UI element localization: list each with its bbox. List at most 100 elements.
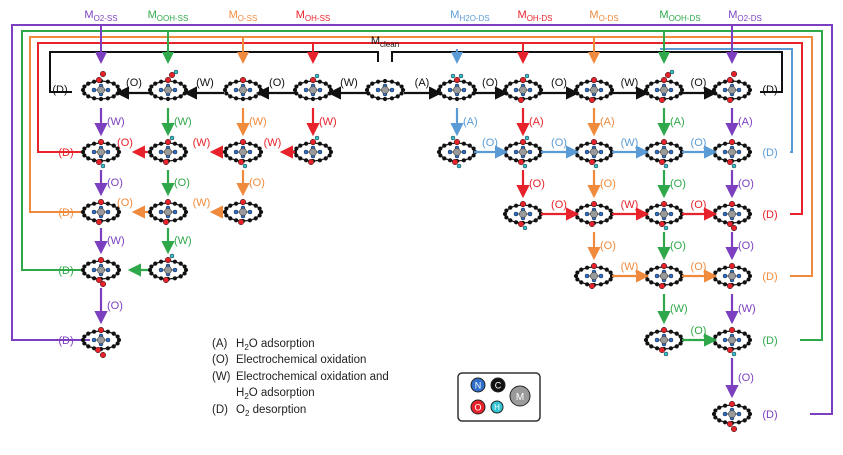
carbon-letter: C — [495, 381, 502, 391]
step-label-O: (O) — [482, 77, 498, 89]
state-header: MO2-DS — [728, 9, 762, 23]
porphyrin-molecule — [436, 73, 478, 102]
porphyrin-molecule — [573, 200, 615, 228]
legend-code-w: (W) — [212, 371, 231, 383]
step-label-O: (O) — [117, 137, 133, 149]
legend-code-a: (A) — [212, 338, 228, 350]
porphyrin-molecule — [292, 73, 334, 102]
step-label-O: (O) — [174, 177, 190, 189]
step-label-D: (D) — [762, 335, 777, 347]
loop-line-black — [49, 51, 379, 93]
porphyrin-molecule — [573, 138, 615, 169]
step-label-D: (D) — [58, 207, 73, 219]
loop-line-red — [37, 42, 803, 215]
porphyrin-molecule — [364, 78, 406, 102]
step-label-W: (W) — [621, 199, 639, 211]
step-label-W: (W) — [621, 137, 639, 149]
atom-key: N C O H M — [457, 372, 541, 422]
step-label-O: (O) — [529, 178, 545, 190]
step-label-O: (O) — [691, 137, 707, 149]
step-label-O: (O) — [269, 77, 285, 89]
porphyrin-molecule — [436, 135, 478, 169]
porphyrin-molecule — [80, 326, 122, 359]
step-label-D: (D) — [58, 265, 73, 277]
step-label-D: (D) — [762, 271, 777, 283]
step-label-D: (D) — [762, 84, 777, 96]
porphyrin-molecule — [80, 138, 122, 169]
step-label-W: (W) — [738, 303, 756, 315]
step-label-O: (O) — [482, 137, 498, 149]
step-label-W: (W) — [670, 303, 688, 315]
oxygen-letter: O — [474, 403, 481, 413]
legend-code-d: (D) — [212, 404, 228, 416]
legend: (A) H2O adsorption (O) Electrochemical o… — [212, 338, 389, 418]
porphyrin-molecule — [292, 135, 334, 166]
porphyrin-molecule — [573, 76, 615, 104]
loop-line-orange — [29, 36, 813, 277]
step-label-W: (W) — [107, 235, 125, 247]
step-label-O: (O) — [551, 77, 567, 89]
step-label-W: (W) — [319, 116, 337, 128]
step-label-D: (D) — [58, 335, 73, 347]
step-label-A: (A) — [738, 116, 753, 128]
loop-line-black — [391, 51, 783, 93]
legend-text-d: O2 desorption — [236, 404, 306, 418]
step-label-O: (O) — [600, 240, 616, 252]
porphyrin-molecule — [80, 256, 122, 288]
legend-text-w: Electrochemical oxidation and — [236, 371, 389, 383]
hydrogen-atom-icon — [490, 400, 504, 414]
porphyrin-molecule — [643, 262, 685, 290]
legend-text-a: H2O adsorption — [236, 338, 315, 352]
loop-line-blue — [660, 48, 793, 153]
step-label-W: (W) — [193, 197, 211, 209]
step-label-O: (O) — [738, 178, 754, 190]
nitrogen-atom-icon — [470, 377, 486, 393]
legend-text-o: Electrochemical oxidation — [236, 354, 366, 366]
step-label-O: (O) — [691, 325, 707, 337]
step-label-O: (O) — [551, 199, 567, 211]
porphyrin-molecule — [502, 73, 544, 104]
step-label-O: (O) — [670, 240, 686, 252]
porphyrin-molecule — [147, 135, 189, 166]
metal-letter: M — [516, 392, 524, 403]
oxygen-atom-icon — [470, 399, 486, 415]
metal-atom-icon — [509, 385, 531, 407]
porphyrin-molecule — [711, 200, 753, 232]
step-label-O: (O) — [691, 261, 707, 273]
porphyrin-molecule — [643, 200, 685, 231]
porphyrin-molecule — [80, 70, 122, 102]
porphyrin-molecule — [80, 198, 122, 226]
step-label-W: (W) — [264, 137, 282, 149]
step-label-A: (A) — [600, 116, 615, 128]
state-header: MO-SS — [229, 9, 258, 23]
step-label-O: (O) — [738, 240, 754, 252]
legend-code-o: (O) — [212, 354, 229, 366]
porphyrin-molecule — [711, 138, 753, 169]
porphyrin-molecule — [573, 262, 615, 290]
step-label-O: (O) — [249, 177, 265, 189]
loop-line-green — [21, 30, 823, 341]
step-label-W: (W) — [174, 116, 192, 128]
porphyrin-molecule — [222, 138, 264, 169]
porphyrin-molecule — [643, 326, 685, 357]
porphyrin-molecule — [711, 262, 753, 290]
state-header: MOOH-DS — [659, 9, 700, 23]
step-label-D: (D) — [762, 409, 777, 421]
porphyrin-molecule — [643, 69, 685, 104]
porphyrin-molecule — [147, 69, 189, 102]
porphyrin-molecule — [711, 326, 753, 357]
loop-line-purple — [11, 24, 833, 415]
state-header: MO2-SS — [84, 9, 117, 23]
step-label-O: (O) — [691, 77, 707, 89]
step-label-O: (O) — [670, 178, 686, 190]
step-label-D: (D) — [762, 209, 777, 221]
step-label-A: (A) — [463, 116, 478, 128]
step-label-W: (W) — [196, 77, 214, 89]
porphyrin-molecule — [147, 253, 189, 284]
step-label-O: (O) — [117, 197, 133, 209]
step-label-A: (A) — [670, 116, 685, 128]
step-label-D: (D) — [762, 147, 777, 159]
state-header: Mclean — [371, 35, 399, 49]
